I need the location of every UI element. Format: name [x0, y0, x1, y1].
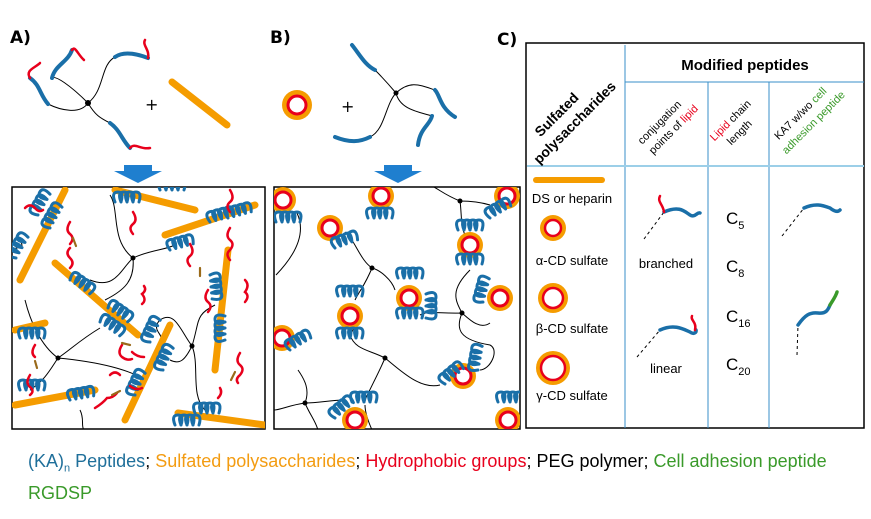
alpha-cd-label: α-CD sulfate [536, 253, 609, 268]
panel-a-star-polymer [27, 38, 152, 150]
legend-peg: PEG polymer [536, 451, 644, 471]
polysaccharide-list: DS or heparin α-CD sulfate β-CD sulfate … [532, 177, 612, 403]
beta-cd-label: β-CD sulfate [536, 321, 609, 336]
ds-heparin-label: DS or heparin [532, 191, 612, 206]
legend-caption: (KA)n Peptides; Sulfated polysaccharides… [28, 451, 827, 503]
legend-polysaccharides: Sulfated polysaccharides [155, 451, 356, 471]
conjugation-points-column: branched linear [636, 194, 702, 376]
branched-lipid [657, 194, 666, 214]
panel-c-table [525, 42, 865, 429]
legend-hydrophobic: Hydrophobic groups [365, 451, 527, 471]
alpha-cd-ring-icon [540, 215, 566, 241]
chain-length-column: C5 C8 C16 C20 [726, 209, 751, 378]
panel-c-label: C) [497, 30, 518, 50]
chain-c16: C16 [726, 307, 751, 330]
branched-label: branched [639, 256, 693, 271]
panel-b-arrow-icon [374, 165, 422, 183]
panel-a-plus: + [145, 95, 158, 114]
panel-b-label: B) [270, 28, 291, 48]
ka7-adhesion-rgdsp [828, 290, 839, 307]
linear-peptide [658, 325, 698, 335]
chain-c8: C8 [726, 257, 744, 280]
legend-adhesion: Cell adhesion peptide RGDSP [28, 451, 827, 503]
linear-lipid [690, 314, 697, 332]
panel-a-arrow-icon [114, 165, 162, 183]
linear-label: linear [650, 361, 682, 376]
ka7-peptide [802, 203, 842, 214]
panel-b-star-polymer [333, 43, 457, 147]
group-header: Modified peptides [681, 57, 809, 74]
panel-b-plus: + [341, 97, 354, 116]
gamma-cd-ring-icon [536, 351, 570, 385]
panel-a-polysaccharide-rod [168, 78, 231, 129]
gamma-cd-label: γ-CD sulfate [536, 388, 608, 403]
ka7-adhesion-peg-line [796, 324, 799, 356]
panel-b-network [273, 186, 521, 430]
chain-c20: C20 [726, 355, 751, 378]
chain-c5: C5 [726, 209, 744, 232]
panel-a-network [11, 186, 266, 430]
legend-peptides: (KA)n Peptides [28, 451, 146, 475]
branched-peptide [662, 207, 702, 218]
beta-cd-ring-icon [538, 283, 568, 313]
ka7-column [781, 203, 842, 356]
panel-b-ring-monomer [282, 90, 312, 120]
ka7-adhesion-peptide [796, 303, 832, 327]
panel-a-label: A) [10, 28, 31, 48]
